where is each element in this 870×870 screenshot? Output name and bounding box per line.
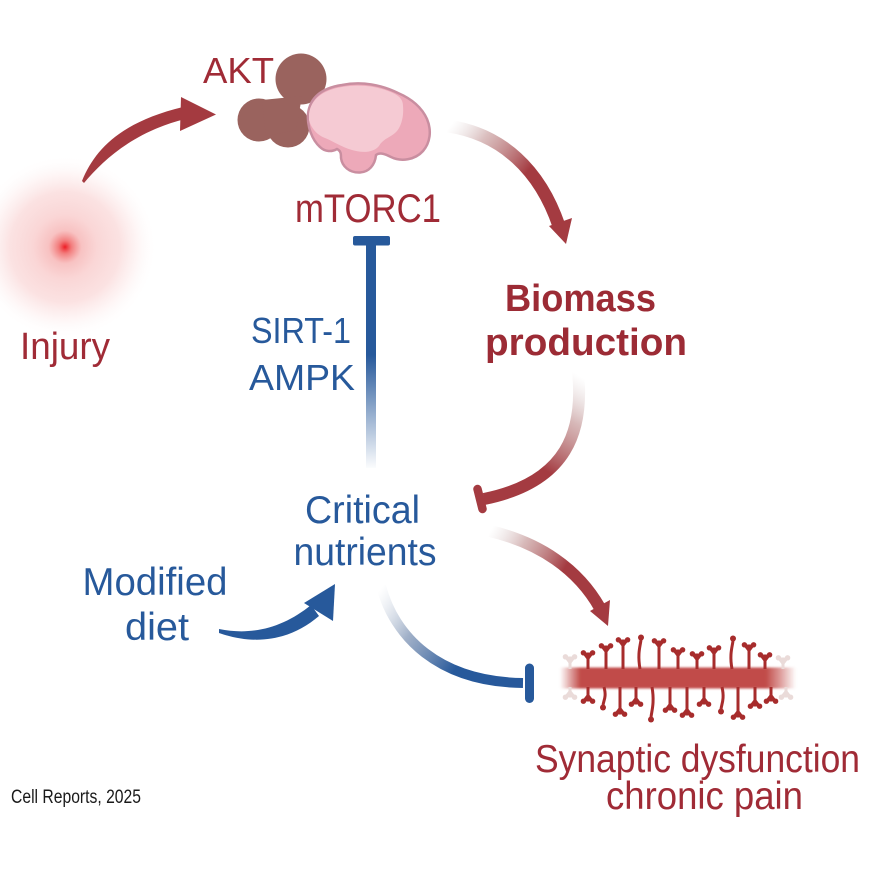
svg-text:Critical: Critical xyxy=(305,489,420,532)
svg-text:production: production xyxy=(485,322,687,364)
svg-text:nutrients: nutrients xyxy=(294,531,437,574)
svg-text:SIRT-1: SIRT-1 xyxy=(251,310,351,351)
svg-text:AMPK: AMPK xyxy=(249,357,355,398)
svg-text:mTORC1: mTORC1 xyxy=(295,187,441,231)
svg-text:Biomass: Biomass xyxy=(505,278,656,320)
svg-text:AKT: AKT xyxy=(203,50,274,91)
svg-text:diet: diet xyxy=(125,606,189,649)
svg-text:Injury: Injury xyxy=(20,326,110,368)
svg-text:chronic pain: chronic pain xyxy=(606,775,803,818)
svg-text:Modified: Modified xyxy=(83,561,228,604)
svg-text:Synaptic dysfunction: Synaptic dysfunction xyxy=(535,738,860,781)
svg-text:Cell Reports, 2025: Cell Reports, 2025 xyxy=(11,787,141,808)
